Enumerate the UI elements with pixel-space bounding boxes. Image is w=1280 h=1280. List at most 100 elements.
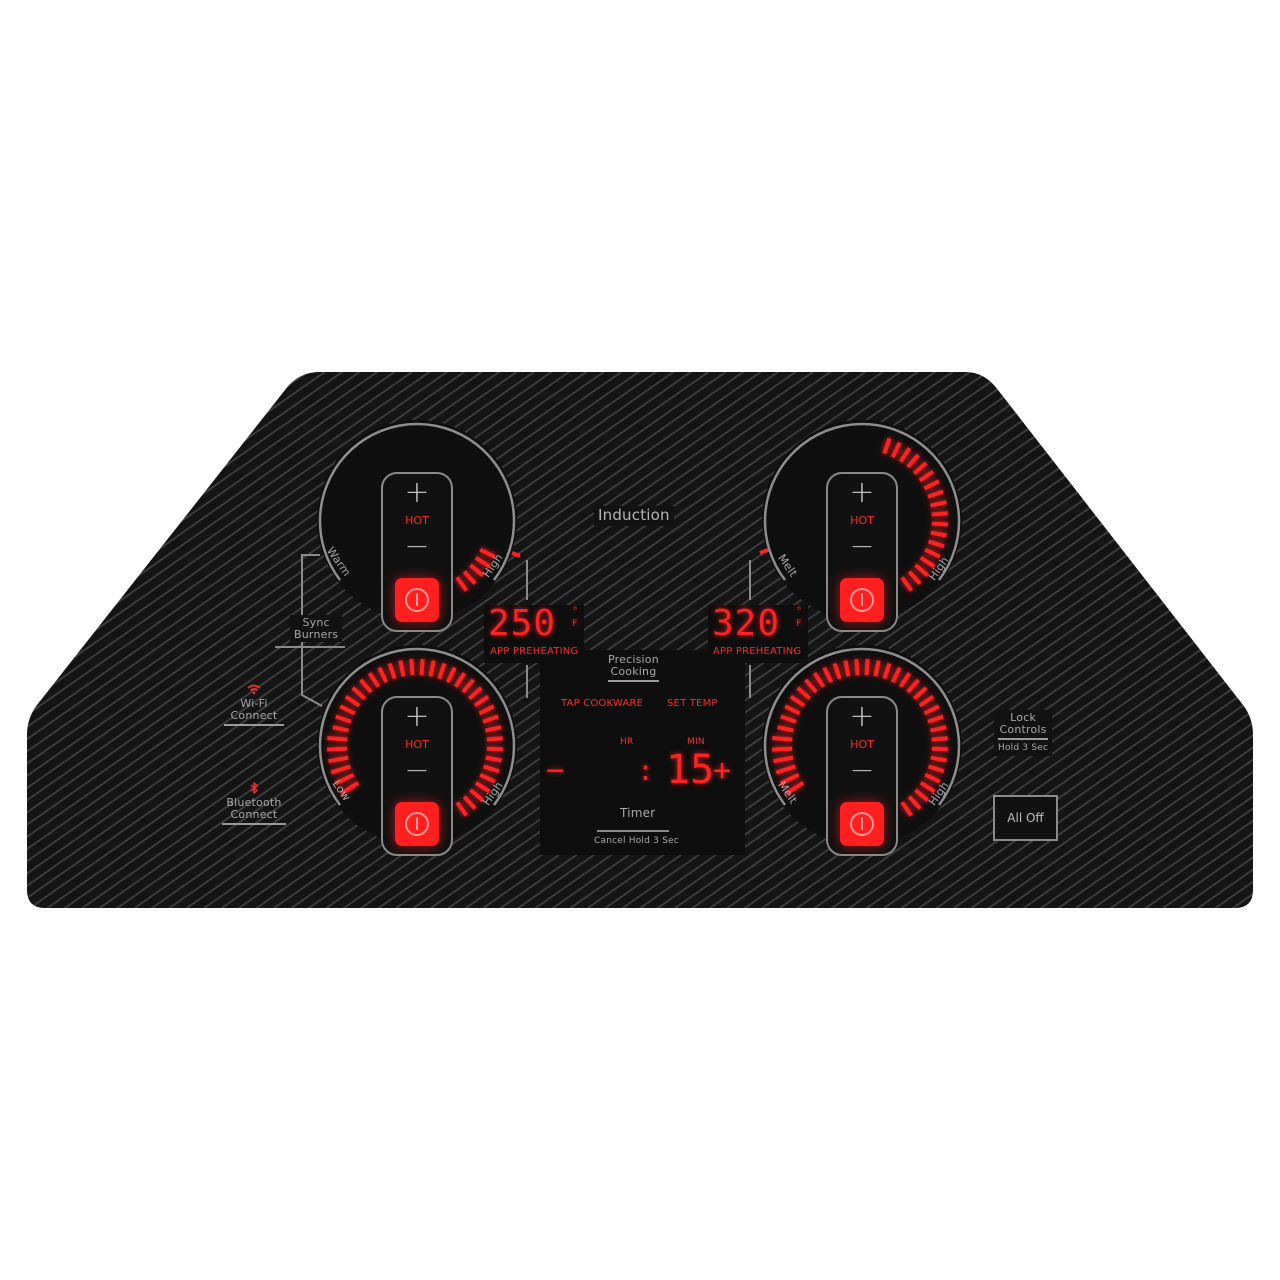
heat-level-tick [822, 666, 834, 683]
heat-level-tick [927, 489, 944, 499]
burner-bl-hot-indicator: HOT [405, 738, 429, 751]
heat-level-tick [485, 725, 502, 733]
heat-level-tick [882, 662, 892, 680]
burner-tr-control: + HOT − [826, 472, 898, 632]
heat-level-tick [907, 570, 922, 585]
burner-bl-plus-button[interactable]: + [404, 699, 430, 734]
heat-level-tick [462, 570, 477, 585]
heat-level-tick [344, 694, 361, 708]
heat-level-tick [780, 714, 797, 724]
wifi-icon [224, 684, 284, 698]
lock-controls-button[interactable]: Lock Controls Hold 3 Sec [994, 710, 1053, 756]
heat-level-tick [486, 736, 503, 742]
burner-tl-plus-button[interactable]: + [404, 475, 430, 510]
heat-level-tick [483, 764, 500, 774]
heat-level-tick [928, 539, 945, 549]
heat-level-tick [461, 678, 475, 694]
right-temp-unit: F [796, 619, 802, 629]
heat-level-tick [339, 704, 356, 716]
heat-level-tick [334, 773, 355, 786]
timer-colon: : [637, 754, 654, 787]
timer-plus-button[interactable]: + [713, 753, 732, 788]
left-temp-unit: F [572, 619, 578, 629]
heat-level-tick [906, 453, 920, 469]
heat-level-tick [772, 746, 793, 752]
heat-level-tick [789, 694, 806, 708]
heat-level-tick [930, 530, 947, 538]
burner-br-plus-button[interactable]: + [849, 699, 875, 734]
heat-level-tick [462, 795, 477, 810]
burner-br-minus-button[interactable]: − [849, 753, 875, 788]
heat-level-tick [919, 556, 936, 569]
burner-br-power-button[interactable] [840, 802, 884, 846]
burner-tl-minus-button[interactable]: − [404, 529, 430, 564]
heat-level-tick [479, 548, 496, 559]
heat-level-tick [923, 479, 940, 491]
heat-level-tick [907, 795, 922, 810]
power-icon [850, 588, 874, 612]
burner-tl-hot-indicator: HOT [405, 514, 429, 527]
power-icon [850, 812, 874, 836]
sync-label-line2: Burners [294, 627, 339, 641]
heat-level-tick [340, 781, 360, 796]
precision-label-line2: Cooking [608, 665, 659, 683]
left-temp-status: APP PREHEATING [490, 646, 579, 657]
heat-level-tick [898, 447, 912, 463]
heat-level-tick [469, 563, 485, 577]
wifi-label-line2: Connect [224, 709, 284, 727]
precision-label-line1: Precision [608, 653, 659, 666]
heat-level-tick [327, 735, 348, 742]
heat-level-tick [485, 755, 502, 763]
panel-title: Induction [594, 506, 674, 526]
heat-level-tick [479, 773, 496, 784]
burner-tr-plus-button[interactable]: + [849, 475, 875, 510]
all-off-button[interactable]: All Off [993, 795, 1058, 841]
power-icon [405, 812, 429, 836]
heat-level-tick [900, 801, 913, 817]
heat-level-tick [478, 704, 495, 716]
heat-level-tick [796, 686, 812, 700]
heat-level-tick [843, 660, 851, 677]
timer-hr-label: HR [620, 737, 634, 747]
heat-level-tick [918, 694, 935, 708]
wifi-connect-button[interactable]: Wi-Fi Connect [224, 684, 284, 727]
heat-level-tick [930, 755, 947, 763]
precision-cooking-button[interactable]: Precision Cooking [608, 653, 659, 683]
heat-level-tick [812, 672, 826, 688]
heat-level-tick [377, 666, 389, 683]
sync-burners-button[interactable]: Sync Burners [290, 615, 343, 643]
heat-level-tick [437, 662, 447, 680]
heat-level-tick [469, 788, 485, 802]
burner-tr-minus-button[interactable]: − [849, 529, 875, 564]
timer-min-label: MIN [687, 737, 705, 747]
burner-tl-control: + HOT − [381, 472, 453, 632]
bluetooth-connect-button[interactable]: Bluetooth Connect [222, 781, 286, 826]
heat-level-tick [455, 801, 468, 817]
burner-tr-power-button[interactable] [840, 578, 884, 622]
heat-level-tick [335, 714, 352, 724]
heat-level-tick [918, 469, 935, 483]
heat-level-tick [832, 662, 842, 680]
burner-tl-power-button[interactable] [395, 578, 439, 622]
heat-level-tick [367, 672, 381, 688]
left-temp-display: 250 [488, 603, 557, 644]
heat-level-tick [330, 764, 351, 775]
heat-level-tick [398, 660, 406, 677]
heat-level-tick [912, 461, 928, 475]
heat-level-tick [453, 672, 467, 688]
burner-bl-minus-button[interactable]: − [404, 753, 430, 788]
heat-level-tick [486, 746, 503, 752]
timer-minus-button[interactable]: − [546, 753, 565, 788]
heat-level-tick [419, 659, 425, 676]
sync-label-line1: Sync [302, 616, 330, 629]
heat-level-tick [467, 686, 483, 700]
heat-level-tick [890, 666, 902, 683]
burner-bl-power-button[interactable] [395, 802, 439, 846]
heat-level-tick [473, 694, 490, 708]
heat-level-tick [854, 659, 860, 676]
heat-level-tick [890, 441, 902, 458]
power-icon [405, 588, 429, 612]
heat-level-tick [779, 773, 800, 786]
right-temp-display: 320 [712, 603, 781, 644]
timer-button[interactable]: Timer [620, 806, 656, 820]
